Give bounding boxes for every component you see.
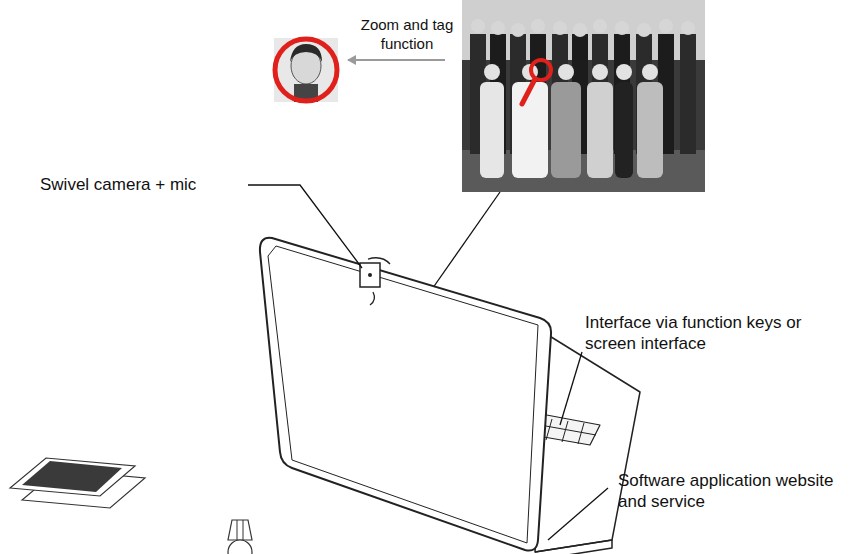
medal-disc (228, 540, 252, 554)
photo-person (512, 82, 548, 178)
lid-edge (268, 246, 538, 543)
photo-face (593, 19, 607, 33)
face-thumbnail (274, 38, 338, 102)
medal-stripes (237, 520, 243, 540)
tag-circle (275, 39, 337, 101)
photo-person (615, 82, 633, 178)
laptop-lid (260, 238, 551, 551)
group-photo (462, 0, 705, 192)
photo-face (616, 64, 632, 80)
photo-face (637, 23, 651, 37)
photo-person (480, 82, 504, 178)
leader-line (548, 488, 608, 540)
photo-face (681, 21, 695, 35)
photo-person (551, 82, 581, 178)
base-edge (535, 540, 612, 554)
leader-line (248, 185, 362, 268)
callout-label: Swivel camera + mic (40, 174, 255, 195)
photo-face (573, 23, 587, 37)
swivel-camera (360, 263, 380, 287)
laptop-drawing (260, 238, 640, 554)
photo-face (511, 23, 525, 37)
photo-person (637, 82, 663, 178)
camera-lens (368, 273, 372, 277)
photo-face (558, 64, 574, 80)
photo-person (680, 34, 696, 154)
callout-label: Zoom and tag function (352, 16, 462, 54)
leader-line (430, 192, 500, 292)
photo-face (592, 64, 608, 80)
photo-face (553, 21, 567, 35)
callout-label: Interface via function keys or screen in… (585, 312, 847, 355)
print-photo-image (22, 461, 122, 492)
photo-face (484, 64, 500, 80)
print-photo (10, 458, 135, 496)
photo-face (615, 21, 629, 35)
zoom-arrow (348, 59, 445, 61)
rotate-arrow (370, 292, 374, 305)
medal (228, 520, 252, 554)
photo-face (471, 19, 485, 33)
medal-ribbon (228, 520, 252, 540)
photo-face (659, 19, 673, 33)
photo-face (531, 19, 545, 33)
rotate-arrow (368, 258, 390, 264)
photo-face (642, 64, 658, 80)
photo-stack (10, 458, 145, 508)
leader-line (560, 352, 582, 425)
callout-label: Software application website and service (618, 470, 843, 513)
face-hair (290, 44, 322, 62)
photo-face (491, 21, 505, 35)
photo-background (462, 0, 705, 192)
magnifier-handle (522, 79, 535, 104)
photo-person (587, 82, 613, 178)
